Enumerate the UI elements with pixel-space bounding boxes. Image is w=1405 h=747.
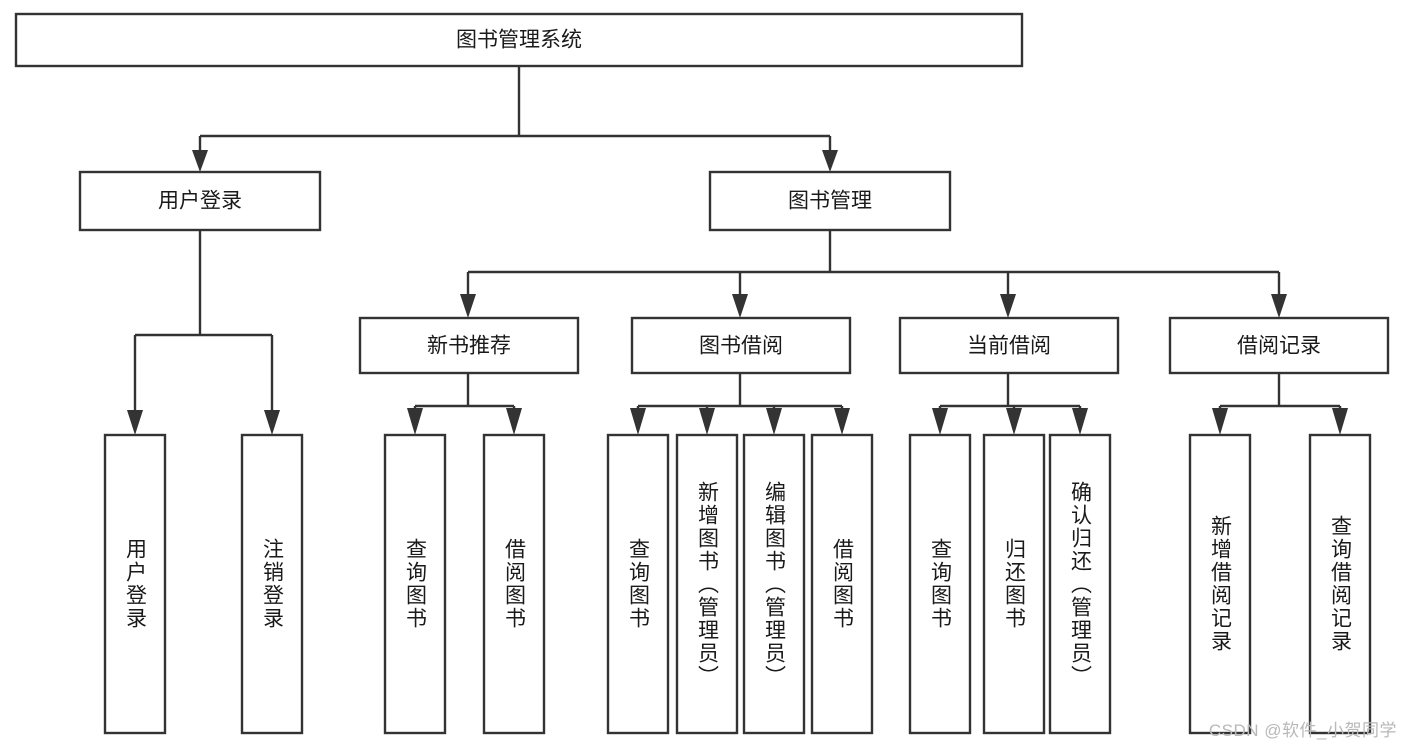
arrow-head-icon	[732, 294, 748, 318]
arrow-head-icon	[460, 294, 476, 318]
node-leaf-query-book-1-box[interactable]	[383, 433, 447, 735]
node-user-login-label: 用户登录	[158, 190, 242, 213]
arrow-head-icon	[1072, 408, 1088, 435]
node-new-book-rec-label: 新书推荐	[427, 335, 511, 358]
connector-group-book-borrow	[630, 373, 850, 435]
node-leaf-return-book-box[interactable]	[982, 433, 1046, 735]
arrow-head-icon	[822, 150, 838, 172]
node-leaf-query-book-2-box[interactable]	[606, 433, 670, 735]
connector-group-borrow-record	[1212, 373, 1348, 435]
arrow-head-icon	[1332, 408, 1348, 435]
node-new-book-rec-box[interactable]	[358, 316, 580, 375]
arrow-head-icon	[1000, 294, 1016, 318]
node-root-box[interactable]	[14, 12, 1024, 68]
node-current-borrow-label: 当前借阅	[967, 335, 1051, 358]
node-leaf-query-book-3-box[interactable]	[908, 433, 972, 735]
node-user-login[interactable]: 用户登录	[78, 170, 322, 232]
connector-group-current-borrow	[932, 373, 1088, 435]
node-book-manage[interactable]: 图书管理	[708, 170, 952, 232]
arrow-head-icon	[192, 150, 208, 172]
arrow-head-icon	[506, 408, 522, 435]
node-leaf-logout-box[interactable]	[240, 433, 304, 735]
node-leaf-edit-book-box[interactable]	[742, 433, 806, 735]
node-book-borrow[interactable]: 图书借阅	[630, 316, 852, 375]
node-leaf-query-record-box[interactable]	[1308, 433, 1372, 735]
node-borrow-record-label: 借阅记录	[1237, 335, 1321, 358]
arrow-head-icon	[630, 408, 646, 435]
node-leaf-borrow-book-1-box[interactable]	[482, 433, 546, 735]
arrow-head-icon	[407, 408, 423, 435]
node-borrow-record-box[interactable]	[1168, 316, 1390, 375]
node-new-book-rec[interactable]: 新书推荐	[358, 316, 580, 375]
arrow-head-icon	[699, 408, 715, 435]
node-leaf-add-book-box[interactable]	[675, 433, 739, 735]
arrow-head-icon	[834, 408, 850, 435]
connector-group-user-login	[127, 230, 280, 435]
arrow-head-icon	[1212, 408, 1228, 435]
node-current-borrow[interactable]: 当前借阅	[898, 316, 1120, 375]
node-current-borrow-box[interactable]	[898, 316, 1120, 375]
node-book-borrow-label: 图书借阅	[699, 335, 783, 358]
arrow-head-icon	[766, 408, 782, 435]
arrow-head-icon	[932, 408, 948, 435]
arrow-head-icon	[1271, 294, 1287, 318]
arrow-head-icon	[127, 410, 143, 435]
node-leaf-user-login-box[interactable]	[103, 433, 167, 735]
connector-group-book-manage	[460, 230, 1287, 318]
node-user-login-box[interactable]	[78, 170, 322, 232]
node-leaf-borrow-book-2-box[interactable]	[810, 433, 874, 735]
node-book-manage-label: 图书管理	[788, 190, 872, 213]
arrow-head-icon	[1006, 408, 1022, 435]
node-leaf-confirm-return-box[interactable]	[1048, 433, 1112, 735]
connector-group-root	[192, 66, 838, 172]
node-borrow-record[interactable]: 借阅记录	[1168, 316, 1390, 375]
connector-group-new-book-rec	[407, 373, 522, 435]
node-book-manage-box[interactable]	[708, 170, 952, 232]
node-book-borrow-box[interactable]	[630, 316, 852, 375]
arrow-head-icon	[264, 410, 280, 435]
leaf-box-group	[103, 433, 1372, 735]
node-root-label: 图书管理系统	[456, 29, 582, 52]
node-root[interactable]: 图书管理系统	[14, 12, 1024, 68]
node-leaf-add-record-box[interactable]	[1188, 433, 1252, 735]
